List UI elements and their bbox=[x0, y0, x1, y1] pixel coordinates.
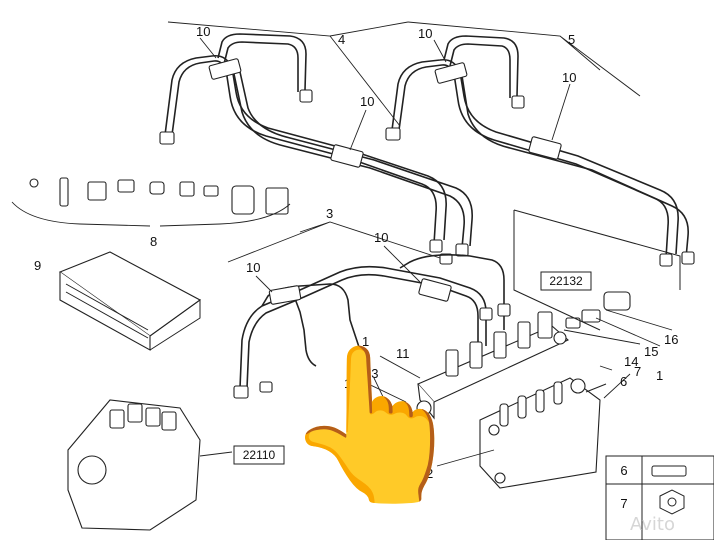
callout-labels: 10 4 10 5 10 10 3 10 10 8 9 1 11 12 13 2… bbox=[34, 24, 678, 481]
callout-13: 13 bbox=[364, 366, 378, 381]
callout-14: 14 bbox=[624, 354, 638, 369]
callout-10: 10 bbox=[196, 24, 210, 39]
injection-pipe-set-3 bbox=[233, 254, 511, 399]
callout-15: 15 bbox=[644, 344, 658, 359]
legend-table: 6 7 bbox=[605, 455, 714, 540]
reference-box-22110: 22110 bbox=[233, 445, 285, 465]
injection-pump bbox=[67, 399, 233, 531]
callout-10: 10 bbox=[374, 230, 388, 245]
callout-4: 4 bbox=[338, 32, 345, 47]
callout-10: 10 bbox=[246, 260, 260, 275]
callout-12: 12 bbox=[344, 376, 358, 391]
callout-10: 10 bbox=[562, 70, 576, 85]
reference-box-22132: 22132 bbox=[540, 271, 592, 291]
legend-number: 6 bbox=[620, 463, 627, 478]
callout-8: 8 bbox=[150, 234, 157, 249]
callout-7: 7 bbox=[634, 364, 641, 379]
reference-label: 22110 bbox=[243, 448, 276, 462]
hardware-kit-8 bbox=[11, 177, 291, 227]
callout-1: 1 bbox=[656, 368, 663, 383]
callout-11: 11 bbox=[396, 346, 410, 361]
reference-label: 22132 bbox=[549, 274, 583, 288]
callout-10: 10 bbox=[418, 26, 432, 41]
watermark: Avito bbox=[630, 514, 675, 535]
callout-3: 3 bbox=[326, 206, 333, 221]
callout-6: 6 bbox=[620, 374, 627, 389]
callout-9: 9 bbox=[34, 258, 41, 273]
injection-pipe-set-5 bbox=[385, 35, 695, 267]
callout-10: 10 bbox=[360, 94, 374, 109]
bracket-2 bbox=[479, 377, 607, 489]
fuel-rail-assembly-1 bbox=[416, 209, 681, 420]
callout-16: 16 bbox=[664, 332, 678, 347]
callout-2: 2 bbox=[426, 466, 433, 481]
spacer-sleeve-icon bbox=[651, 465, 687, 477]
legend-number: 7 bbox=[620, 496, 627, 511]
pointing-hand-icon: 👆 bbox=[282, 338, 469, 512]
callout-1: 1 bbox=[362, 334, 369, 349]
leader-lines bbox=[167, 21, 673, 467]
callout-5: 5 bbox=[568, 32, 575, 47]
seal-packet-9 bbox=[58, 251, 202, 351]
injection-pipe-set-4 bbox=[159, 33, 473, 265]
